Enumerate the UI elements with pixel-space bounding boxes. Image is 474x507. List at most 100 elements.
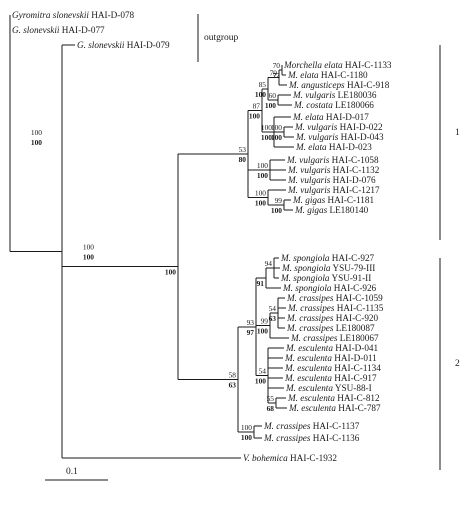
- tip-species: M. vulgaris: [287, 185, 331, 195]
- tip-label: Morchella elata HAI-C-1133: [283, 60, 392, 70]
- tip-specimen-id: HAI-D-011: [332, 353, 377, 363]
- tip-specimen-id: HAI-D-076: [330, 175, 376, 185]
- tip-species: M. vulgaris: [294, 122, 338, 132]
- tip-species: M. spongiola: [280, 273, 330, 283]
- tip-label: M. crassipes HAI-C-1135: [287, 303, 384, 313]
- support-bootstrap: 79: [270, 69, 278, 78]
- tip-specimen-id: HAI-C-1217: [330, 185, 380, 195]
- support-posterior: 80: [239, 155, 247, 164]
- tip-label: M. esculenta HAI-C-1134: [284, 363, 381, 373]
- support-bootstrap: 100: [255, 189, 266, 198]
- support-posterior: 100: [261, 133, 272, 142]
- tip-label: M. spongiola YSU-79-III: [281, 263, 375, 273]
- tip-species: M. crassipes: [286, 313, 334, 323]
- tip-specimen-id: HAI-D-023: [327, 142, 373, 152]
- tip-label: M. elata HAI-D-023: [295, 142, 372, 152]
- tip-species: M. vulgaris: [287, 175, 331, 185]
- support-bootstrap: 93: [247, 318, 255, 327]
- tip-species: Morchella elata: [283, 60, 343, 70]
- support-bootstrap: 58: [229, 370, 237, 379]
- tip-label: M. esculenta YSU-88-I: [285, 383, 372, 393]
- tip-label: G. slonevskii HAI-D-077: [12, 25, 105, 35]
- tip-specimen-id: HAI-D-077: [59, 25, 105, 35]
- tip-specimen-id: LE180087: [333, 323, 374, 333]
- tip-specimen-id: HAI-C-1180: [319, 70, 368, 80]
- tip-label: M. spongiola YSU-91-II: [280, 273, 371, 283]
- tip-species: M. crassipes: [286, 323, 334, 333]
- support-posterior: 63: [229, 380, 237, 389]
- tip-label: M. crassipes HAI-C-1059: [286, 293, 383, 303]
- tip-label: M. crassipes HAI-C-920: [286, 313, 379, 323]
- tip-species: Gyromitra slonevskii: [12, 10, 89, 20]
- support-posterior: 100: [271, 206, 282, 215]
- tip-specimen-id: HAI-C-1059: [333, 293, 383, 303]
- tip-specimen-id: HAI-C-1132: [330, 165, 379, 175]
- support-bootstrap: 100: [271, 123, 282, 132]
- tip-label: M. crassipes LE180087: [286, 323, 375, 333]
- tip-specimen-id: HAI-C-1135: [334, 303, 383, 313]
- tip-specimen-id: HAI-C-1058: [329, 155, 379, 165]
- support-posterior: 100: [165, 268, 176, 277]
- clade-2-label: 2: [455, 359, 460, 369]
- tip-specimen-id: HAI-C-787: [336, 403, 381, 413]
- support-bootstrap: 100: [83, 243, 94, 252]
- tip-species: M. esculenta: [284, 373, 332, 383]
- tip-label: M. esculenta HAI-D-041: [285, 343, 379, 353]
- support-posterior: 100: [271, 133, 282, 142]
- tip-label: V. bohemica HAI-C-1932: [243, 453, 337, 463]
- support-posterior: 91: [257, 279, 265, 288]
- support-posterior: 100: [83, 253, 94, 262]
- tip-specimen-id: HAI-C-812: [335, 393, 380, 403]
- tip-label: M. gigas HAI-C-1181: [292, 195, 374, 205]
- tip-label: M. crassipes HAI-C-1137: [263, 421, 360, 431]
- support-bootstrap: 70: [273, 61, 281, 70]
- tip-species: M. vulgaris: [286, 155, 330, 165]
- support-posterior: 100: [257, 171, 268, 180]
- tip-specimen-id: HAI-D-022: [337, 122, 383, 132]
- support-bootstrap: 54: [269, 304, 277, 313]
- outgroup-label: outgroup: [204, 33, 239, 43]
- scale-bar-label: 0.1: [66, 467, 78, 477]
- support-posterior: 100: [249, 111, 260, 120]
- tip-specimen-id: HAI-C-1136: [310, 433, 359, 443]
- tip-specimen-id: LE180140: [327, 205, 368, 215]
- support-bootstrap: 55: [267, 394, 275, 403]
- tip-species: M. esculenta: [288, 403, 336, 413]
- support-bootstrap: 85: [259, 80, 267, 89]
- tip-specimen-id: HAI-C-917: [332, 373, 377, 383]
- support-posterior: 100: [255, 90, 266, 99]
- tip-specimen-id: LE180066: [333, 100, 374, 110]
- support-bootstrap: 94: [265, 259, 273, 268]
- tip-specimen-id: LE180067: [337, 333, 378, 343]
- tip-label: M. angusticeps HAI-C-918: [288, 80, 390, 90]
- tip-specimen-id: HAI-C-1133: [343, 60, 392, 70]
- tip-species: M. vulgaris: [295, 132, 339, 142]
- tip-specimen-id: HAI-D-078: [89, 10, 135, 20]
- tip-label: G. slonevskii HAI-D-079: [77, 40, 170, 50]
- support-bootstrap: 99: [261, 317, 269, 326]
- tip-specimen-id: LE180036: [335, 90, 376, 100]
- support-bootstrap: 100: [257, 161, 268, 170]
- tip-species: M. crassipes: [263, 421, 311, 431]
- tip-species: M. angusticeps: [288, 80, 345, 90]
- tip-species: M. gigas: [292, 195, 326, 205]
- support-bootstrap: 100: [31, 128, 42, 137]
- tip-specimen-id: HAI-C-1181: [325, 195, 374, 205]
- support-posterior: 100: [255, 377, 266, 386]
- tip-label: M. vulgaris HAI-C-1217: [287, 185, 380, 195]
- tip-label: M. vulgaris HAI-D-043: [295, 132, 384, 142]
- tip-species: M. spongiola: [282, 283, 332, 293]
- support-bootstrap: 54: [259, 367, 267, 376]
- tip-species: M. esculenta: [284, 363, 332, 373]
- support-posterior: 68: [267, 404, 275, 413]
- tip-species: M. crassipes: [263, 433, 311, 443]
- tip-label: M. esculenta HAI-C-917: [284, 373, 377, 383]
- tip-label: M. gigas LE180140: [294, 205, 369, 215]
- support-bootstrap: 60: [269, 91, 277, 100]
- tip-specimen-id: YSU-79-III: [331, 263, 376, 273]
- tip-label: M. vulgaris HAI-D-022: [294, 122, 383, 132]
- tip-species: M. spongiola: [281, 263, 331, 273]
- support-bootstrap: 99: [275, 196, 283, 205]
- tip-specimen-id: HAI-C-1932: [288, 453, 338, 463]
- tip-specimen-id: HAI-C-926: [332, 283, 377, 293]
